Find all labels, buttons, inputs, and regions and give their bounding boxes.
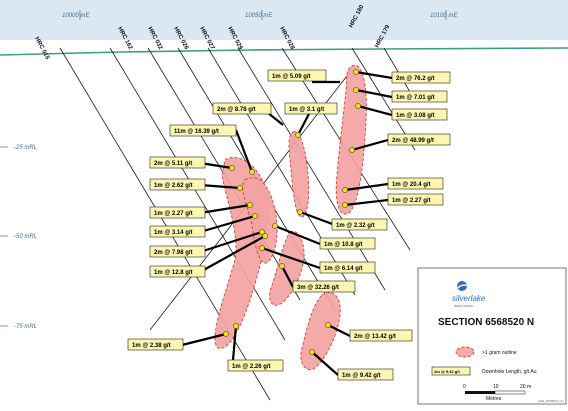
assay-label: 1m @ 2.26 g/t xyxy=(227,359,284,372)
svg-text:1m @ 2.27 g/t: 1m @ 2.27 g/t xyxy=(392,198,431,204)
assay-label: 2m @ 7.98 g/t xyxy=(149,245,206,258)
svg-text:1m @ 2.27 g/t: 1m @ 2.27 g/t xyxy=(154,211,193,217)
svg-text:2m @ 7.98 g/t: 2m @ 7.98 g/t xyxy=(154,250,193,256)
assay-label: 1m @ 2.62 g/t xyxy=(149,178,206,191)
assay-label: 1m @ 2.32 g/t xyxy=(331,218,388,231)
scale-tick-label: 0 xyxy=(463,384,466,390)
section-title: SECTION 6568520 N xyxy=(438,317,534,328)
assay-label: 1m @ 3.14 g/t xyxy=(149,225,206,238)
assay-label: 1m @ 5.09 g/t xyxy=(267,69,327,82)
svg-text:1m @ 2.32 g/t: 1m @ 2.32 g/t xyxy=(336,223,375,229)
svg-text:1m @ 20.4 g/t: 1m @ 20.4 g/t xyxy=(392,182,431,188)
easting-label: 10050 mE xyxy=(245,13,273,19)
legend-panel: silverlake RESOURCES SECTION 6568520 N >… xyxy=(417,267,567,405)
scale-tick-label: 20 m xyxy=(520,384,531,390)
legend-assay-sample: 1m @ 9.42 g/t xyxy=(434,369,460,374)
topography-line xyxy=(0,47,568,56)
svg-text:2m @ 13.42 g/t: 2m @ 13.42 g/t xyxy=(354,334,396,340)
assay-leaders xyxy=(181,70,393,376)
svg-text:2m @ 76.2 g/t: 2m @ 76.2 g/t xyxy=(396,76,435,82)
legend-outline-swatch xyxy=(455,346,475,358)
svg-text:1m @ 3.14 g/t: 1m @ 3.14 g/t xyxy=(154,230,193,236)
rl-label: -50 mRL xyxy=(14,234,37,240)
legend-footer: GSE_6568520_v1.t xyxy=(538,399,564,403)
easting-label: 10000 mE xyxy=(62,13,90,19)
ore-outline xyxy=(269,230,305,306)
svg-text:1m @ 6.14 g/t: 1m @ 6.14 g/t xyxy=(324,266,363,272)
svg-text:1m @ 2.62 g/t: 1m @ 2.62 g/t xyxy=(154,183,193,189)
assay-label: 3m @ 32.26 g/t xyxy=(292,280,356,293)
assay-label: 1m @ 7.01 g/t xyxy=(391,90,448,103)
scale-bar xyxy=(465,390,526,395)
svg-text:1m @ 12.8 g/t: 1m @ 12.8 g/t xyxy=(154,270,193,276)
easting-label: 10100 mE xyxy=(430,13,458,19)
rl-label: -75 mRL xyxy=(14,324,37,330)
assay-label: 1m @ 10.8 g/t xyxy=(319,237,376,250)
legend-assay-swatch xyxy=(431,366,471,376)
scale-tick-label: 10 xyxy=(493,384,499,390)
svg-text:1m @ 7.01 g/t: 1m @ 7.01 g/t xyxy=(396,95,435,101)
assay-label: 1m @ 12.8 g/t xyxy=(149,265,206,278)
legend-outline-label: >1 gram outline xyxy=(482,350,517,356)
svg-text:11m @ 16.39 g/t: 11m @ 16.39 g/t xyxy=(174,129,219,135)
svg-text:1m @ 10.8 g/t: 1m @ 10.8 g/t xyxy=(324,242,363,248)
assay-label: 1m @ 2.27 g/t xyxy=(387,193,444,206)
svg-text:1m @ 3.1 g/t: 1m @ 3.1 g/t xyxy=(289,107,324,113)
sample-points xyxy=(223,69,361,355)
assay-label: 1m @ 20.4 g/t xyxy=(387,177,444,190)
drill-hole-trace xyxy=(237,47,386,291)
ore-outline xyxy=(288,131,310,218)
assay-label: 1m @ 9.42 g/t xyxy=(337,368,394,381)
silverlake-logo-icon xyxy=(455,281,471,291)
rl-label: -25 mRL xyxy=(14,145,37,151)
logo-text: silverlake xyxy=(452,294,486,303)
svg-text:1m @ 3.08 g/t: 1m @ 3.08 g/t xyxy=(396,113,435,119)
assay-label: 1m @ 3.1 g/t xyxy=(284,102,338,115)
assay-label: 1m @ 2.38 g/t xyxy=(127,338,184,351)
assay-label: 2m @ 76.2 g/t xyxy=(391,71,451,84)
svg-text:1m @ 5.09 g/t: 1m @ 5.09 g/t xyxy=(272,74,311,80)
easting-header-band xyxy=(0,0,568,40)
ore-outline xyxy=(300,292,341,370)
svg-text:2m @ 8.78 g/t: 2m @ 8.78 g/t xyxy=(217,107,256,113)
scale-unit: Metres xyxy=(486,396,502,402)
ore-outline xyxy=(335,64,367,215)
assay-label: 2m @ 48.99 g/t xyxy=(387,133,451,146)
assay-label: 1m @ 2.27 g/t xyxy=(149,206,206,219)
assay-label: 1m @ 6.14 g/t xyxy=(319,261,376,274)
svg-text:1m @ 2.26 g/t: 1m @ 2.26 g/t xyxy=(232,364,271,370)
drill-hole-trace xyxy=(109,47,286,341)
svg-text:1m @ 9.42 g/t: 1m @ 9.42 g/t xyxy=(342,373,381,379)
legend-downhole-label: Downhole Length, g/t Au xyxy=(482,369,537,375)
svg-text:2m @ 5.11 g/t: 2m @ 5.11 g/t xyxy=(154,161,192,167)
assay-label: 2m @ 5.11 g/t xyxy=(149,156,206,169)
assay-label: 2m @ 8.78 g/t xyxy=(212,102,272,115)
svg-text:3m @ 32.26 g/t: 3m @ 32.26 g/t xyxy=(297,285,339,291)
drill-hole-trace xyxy=(351,47,416,151)
assay-label: 2m @ 13.42 g/t xyxy=(349,329,413,342)
drill-hole-trace xyxy=(383,47,411,93)
assay-label: 11m @ 16.39 g/t xyxy=(169,124,237,137)
drill-hole-trace xyxy=(207,47,356,296)
assay-label: 1m @ 3.08 g/t xyxy=(391,108,448,121)
svg-text:2m @ 48.99 g/t: 2m @ 48.99 g/t xyxy=(392,138,434,144)
svg-text:1m @ 2.38 g/t: 1m @ 2.38 g/t xyxy=(132,343,171,349)
ore-outline xyxy=(242,177,278,264)
logo-subtext: RESOURCES xyxy=(454,304,473,308)
